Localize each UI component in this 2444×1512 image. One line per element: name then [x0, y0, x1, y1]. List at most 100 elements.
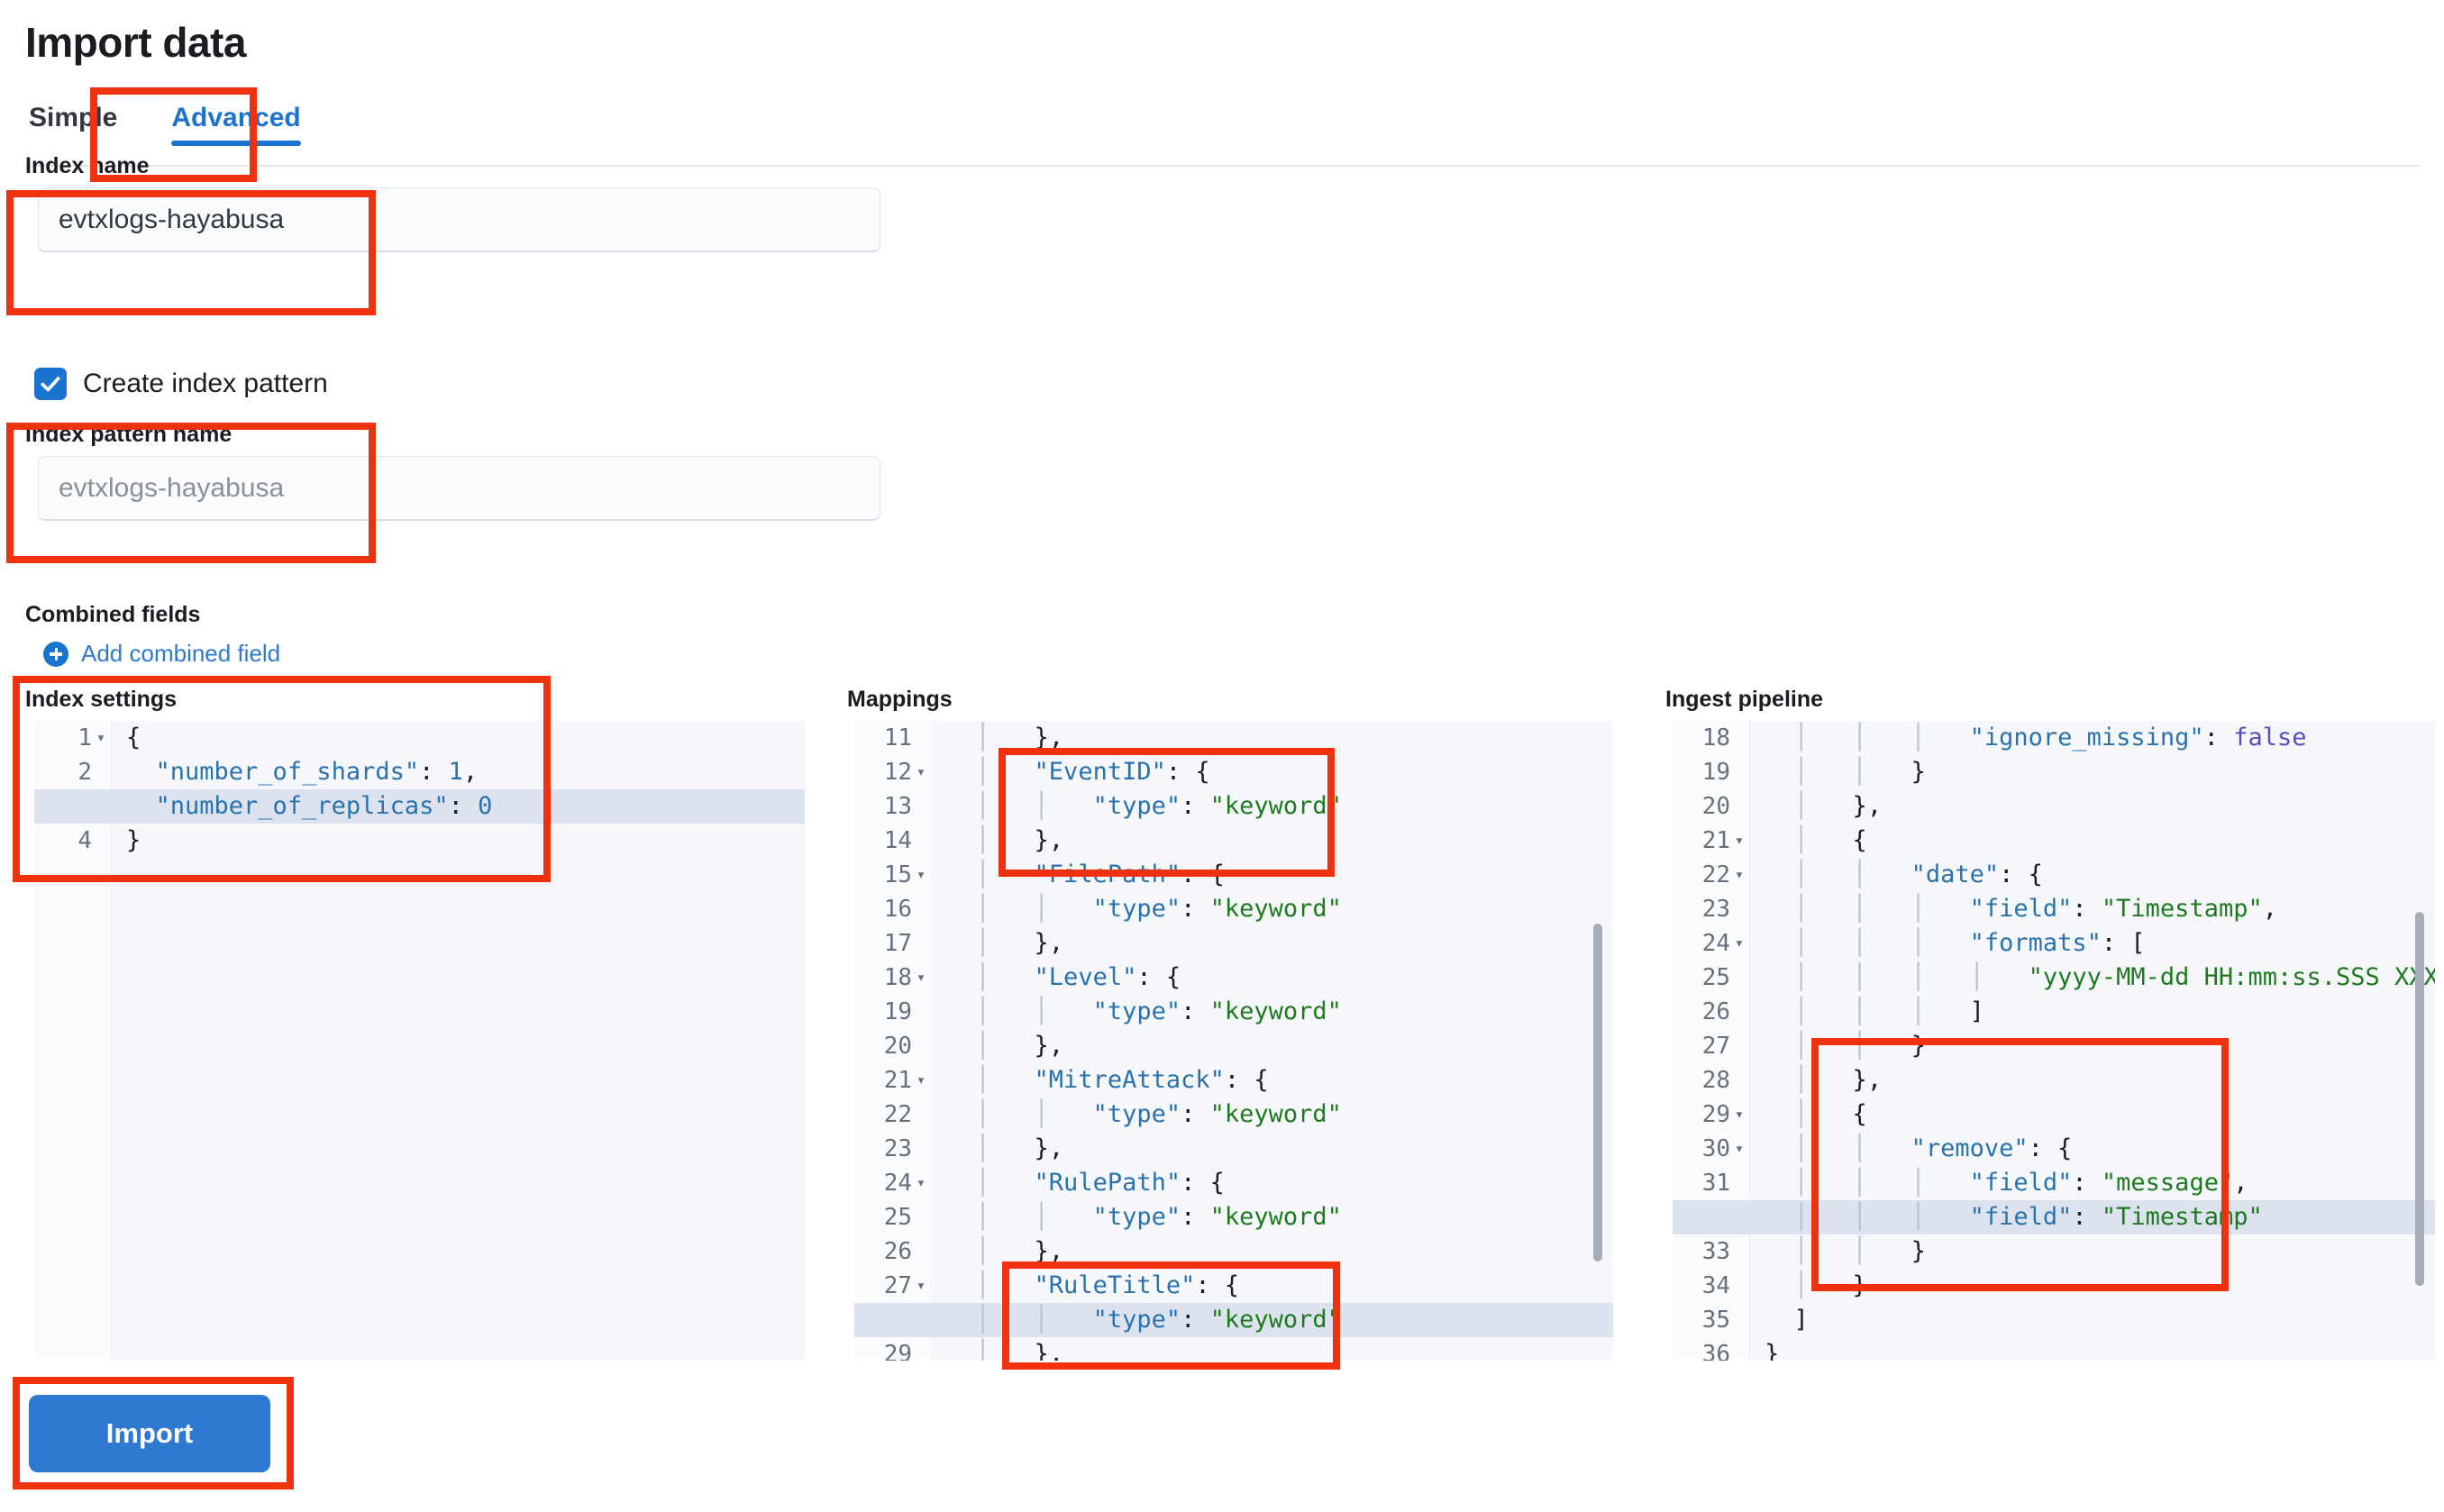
- fold-arrow-icon[interactable]: ▾: [916, 1071, 926, 1089]
- import-button[interactable]: Import: [29, 1395, 270, 1472]
- code-line: 28 │ },: [1702, 1063, 2435, 1098]
- tab-simple[interactable]: Simple: [25, 97, 141, 153]
- code-line: 34 │ }: [1702, 1269, 2435, 1303]
- code-line: 36}: [1702, 1337, 2435, 1361]
- create-index-pattern-checkbox[interactable]: [34, 368, 67, 400]
- code-line: 23 │ │ │ "field": "Timestamp",: [1702, 892, 2435, 926]
- ingest-pipeline-code[interactable]: 18 │ │ │ "ignore_missing": false 19 │ │ }…: [1673, 721, 2436, 1361]
- line-number: 30: [1701, 1135, 1730, 1162]
- code-text: │ },: [946, 929, 1064, 957]
- line-number: 24: [883, 1170, 912, 1197]
- line-number: 23: [1701, 896, 1730, 923]
- line-number: 11: [883, 724, 912, 751]
- create-index-pattern-row[interactable]: Create index pattern: [34, 368, 328, 400]
- line-number: 27: [883, 1272, 912, 1299]
- line-number: 18: [883, 964, 912, 991]
- line-number: 18: [1701, 724, 1730, 751]
- code-text: │ │ │ "ignore_missing": false: [1765, 724, 2307, 751]
- line-number: 15: [883, 861, 912, 888]
- code-text: │ },: [946, 1237, 1064, 1265]
- index-pattern-name-input[interactable]: [38, 456, 880, 521]
- code-text: │ {: [1765, 826, 1867, 854]
- line-number: 25: [1701, 964, 1730, 991]
- code-text: │ │ │ "field": "Timestamp",: [1765, 895, 2277, 923]
- index-settings-editor[interactable]: 1▾{2 "number_of_shards": 1,3 "number_of_…: [34, 721, 805, 1361]
- code-line: 21▾ │ "MitreAttack": {: [884, 1063, 1613, 1098]
- code-line: 31 │ │ │ "field": "message",: [1702, 1166, 2435, 1200]
- line-number: 31: [1701, 1170, 1730, 1197]
- line-number: 33: [1701, 1238, 1730, 1265]
- line-number: 3: [78, 793, 92, 820]
- index-name-label: Index name: [25, 153, 150, 178]
- code-text: │ │ "type": "keyword": [946, 997, 1342, 1025]
- tab-bar: Simple Advanced: [25, 97, 328, 153]
- tab-advanced[interactable]: Advanced: [141, 97, 327, 153]
- index-settings-gutter: [34, 721, 112, 1361]
- code-line: 25 │ │ "type": "keyword": [884, 1200, 1613, 1234]
- index-settings-code[interactable]: 1▾{2 "number_of_shards": 1,3 "number_of_…: [34, 721, 805, 1361]
- code-line: 18▾ │ "Level": {: [884, 961, 1613, 995]
- fold-arrow-icon[interactable]: ▾: [1734, 1140, 1745, 1158]
- line-number: 14: [883, 827, 912, 854]
- code-text: │ {: [1765, 1100, 1867, 1128]
- code-line: 4}: [78, 824, 805, 858]
- code-line: 23 │ },: [884, 1132, 1613, 1166]
- line-number: 24: [1701, 930, 1730, 957]
- mappings-editor[interactable]: 11 │ },12▾ │ "EventID": {13 │ │ "type": …: [854, 721, 1613, 1361]
- code-text: │ │ │ "formats": [: [1765, 929, 2146, 957]
- add-combined-field-label: Add combined field: [81, 640, 281, 667]
- mappings-scrollbar[interactable]: [1593, 924, 1602, 1262]
- code-text: {: [126, 724, 141, 751]
- code-text: │ "FilePath": {: [946, 861, 1225, 888]
- code-text: │ "MitreAttack": {: [946, 1066, 1269, 1094]
- fold-arrow-icon[interactable]: ▾: [916, 763, 926, 781]
- code-line: 11 │ },: [884, 721, 1613, 755]
- code-text: │ │ "date": {: [1765, 861, 2043, 888]
- code-text: │ │ "type": "keyword": [946, 1100, 1342, 1128]
- fold-arrow-icon[interactable]: ▾: [96, 729, 106, 747]
- code-line: 2 "number_of_shards": 1,: [78, 755, 805, 789]
- ingest-pipeline-gutter: [1673, 721, 1750, 1361]
- fold-arrow-icon[interactable]: ▾: [1734, 1106, 1745, 1124]
- fold-arrow-icon[interactable]: ▾: [916, 866, 926, 884]
- line-number: 19: [883, 998, 912, 1025]
- line-number: 20: [883, 1033, 912, 1060]
- code-line: 35 ]: [1702, 1303, 2435, 1337]
- code-line: 19 │ │ "type": "keyword": [884, 995, 1613, 1029]
- code-text: │ │ │ │ "yyyy-MM-dd HH:mm:ss.SSS XXX": [1765, 963, 2436, 991]
- index-name-input[interactable]: [38, 187, 880, 252]
- page-title: Import data: [25, 19, 246, 66]
- fold-arrow-icon[interactable]: ▾: [916, 1174, 926, 1192]
- code-line: 30▾ │ │ "remove": {: [1702, 1132, 2435, 1166]
- code-line: 13 │ │ "type": "keyword": [884, 789, 1613, 824]
- fold-arrow-icon[interactable]: ▾: [916, 969, 926, 987]
- line-number: 19: [1701, 759, 1730, 786]
- code-text: "number_of_replicas": 0: [155, 792, 493, 820]
- fold-arrow-icon[interactable]: ▾: [1734, 934, 1745, 952]
- code-line: 29 │ },: [884, 1337, 1613, 1361]
- ingest-pipeline-editor[interactable]: 18 │ │ │ "ignore_missing": false 19 │ │ }…: [1673, 721, 2435, 1361]
- mappings-gutter: [854, 721, 932, 1361]
- line-number: 4: [78, 827, 92, 854]
- fold-arrow-icon[interactable]: ▾: [916, 1277, 926, 1295]
- code-text: │ },: [946, 1340, 1064, 1361]
- code-text: ]: [1793, 1306, 1809, 1334]
- code-text: "number_of_shards": 1,: [155, 758, 479, 786]
- code-text: │ │ }: [1765, 758, 1926, 786]
- code-text: │ },: [1765, 792, 1883, 820]
- line-number: 16: [883, 896, 912, 923]
- line-number: 34: [1701, 1272, 1730, 1299]
- add-combined-field-button[interactable]: Add combined field: [43, 640, 280, 668]
- ingest-pipeline-scrollbar[interactable]: [2415, 912, 2424, 1286]
- create-index-pattern-label: Create index pattern: [83, 369, 328, 398]
- fold-arrow-icon[interactable]: ▾: [1734, 866, 1745, 884]
- ingest-pipeline-title: Ingest pipeline: [1665, 687, 1824, 712]
- mappings-code[interactable]: 11 │ },12▾ │ "EventID": {13 │ │ "type": …: [854, 721, 1613, 1361]
- fold-arrow-icon[interactable]: ▾: [1734, 832, 1745, 850]
- code-text: │ │ │ ]: [1765, 997, 1984, 1025]
- code-text: │ │ "type": "keyword": [946, 895, 1342, 923]
- code-line: 28 │ │ "type": "keyword": [854, 1303, 1613, 1337]
- line-number: 36: [1701, 1341, 1730, 1361]
- code-text: │ │ "type": "keyword": [946, 792, 1342, 820]
- code-line: 16 │ │ "type": "keyword": [884, 892, 1613, 926]
